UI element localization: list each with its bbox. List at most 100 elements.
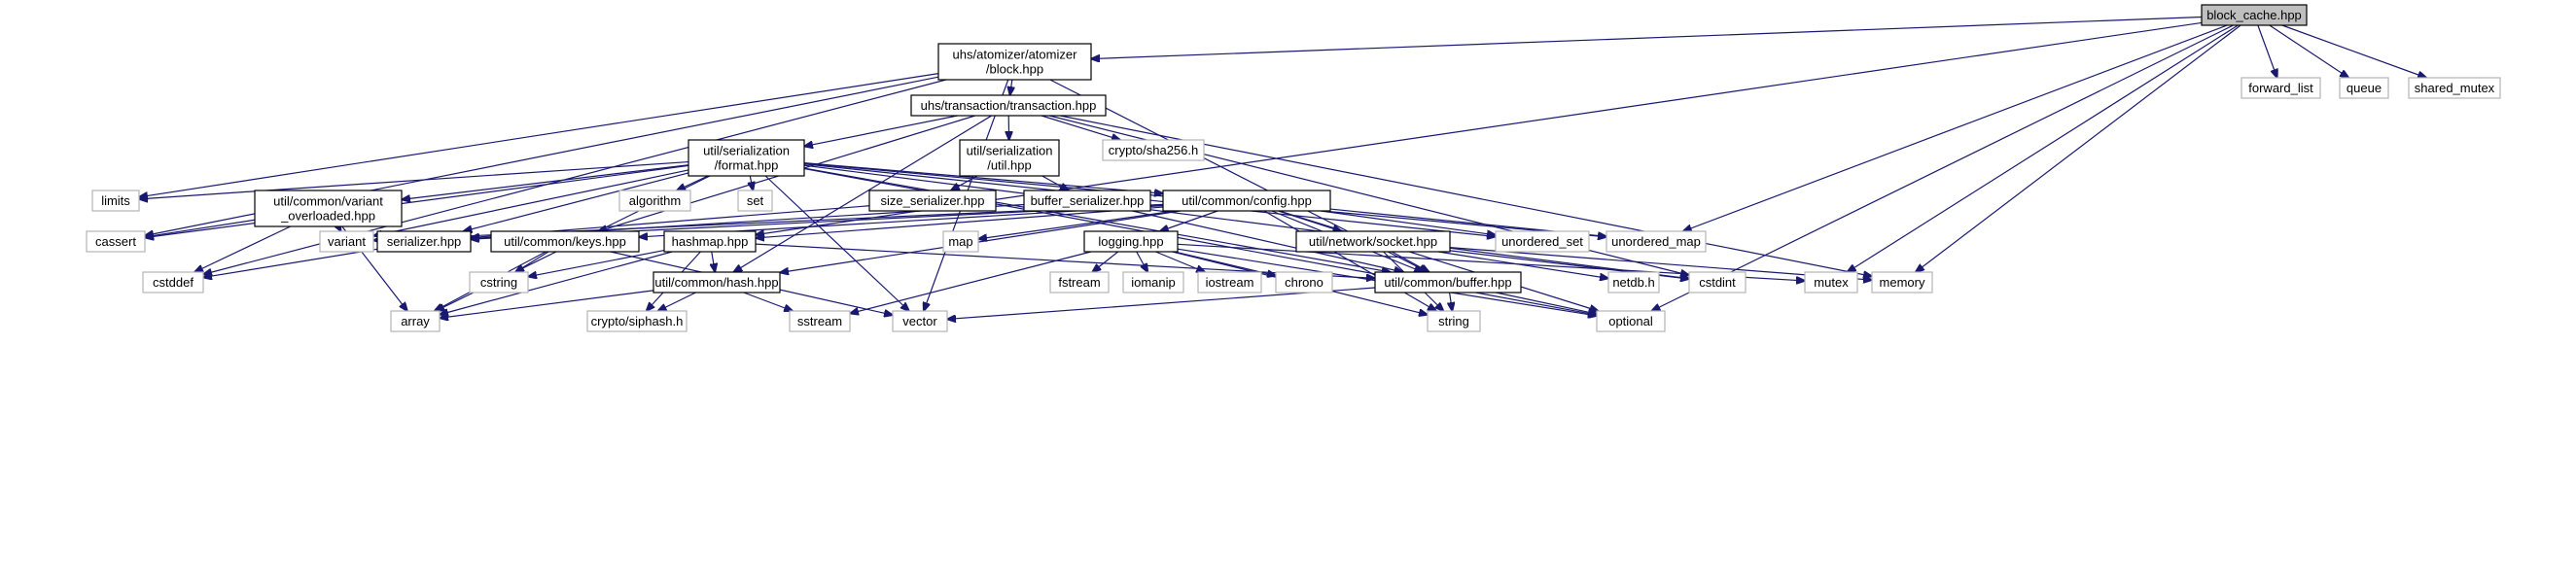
node-serializer[interactable]: serializer.hpp: [376, 230, 472, 253]
node-buffer[interactable]: util/common/buffer.hpp: [1374, 271, 1522, 294]
node-label: util/common/config.hpp: [1182, 193, 1312, 208]
node-box: [1606, 230, 1707, 253]
node-memory: memory: [1871, 271, 1933, 294]
node-label: iostream: [1206, 275, 1254, 290]
edge-hashmap-to-hash: [712, 251, 716, 272]
node-label: algorithm: [629, 193, 681, 208]
node-box: [1023, 190, 1151, 212]
node-box: [469, 271, 529, 294]
node-unordered-map: unordered_map: [1606, 230, 1707, 253]
node-keys[interactable]: util/common/keys.hpp: [490, 230, 640, 253]
node-array: array: [390, 310, 441, 332]
node-box: [892, 310, 948, 332]
dependency-nodes: block_cache.hpp uhs/atomizer/atomizer/blo…: [86, 4, 2501, 332]
node-box: [91, 190, 140, 212]
node-box: [1275, 271, 1333, 294]
edge-block-to-limits: [139, 73, 939, 197]
node-label: memory: [1880, 275, 1925, 290]
edge-transaction-to-format: [804, 115, 958, 147]
edge-format-to-cassert: [145, 164, 689, 237]
node-label: serializer.hpp: [387, 234, 462, 249]
edge-format-to-variant_overloaded: [402, 164, 689, 200]
edge-logging-to-fstream: [1092, 251, 1119, 272]
edge-variant_overloaded-to-cassert: [145, 219, 256, 237]
node-label: uhs/atomizer/atomizer: [953, 48, 1078, 62]
edge-buffer-to-optional: [1496, 292, 1597, 314]
node-box: [959, 139, 1060, 177]
node-label: fstream: [1058, 275, 1100, 290]
edge-config-to-logging: [1160, 210, 1218, 231]
node-label: util/common/buffer.hpp: [1384, 275, 1511, 290]
node-size-serializer[interactable]: size_serializer.hpp: [868, 190, 997, 212]
node-label: vector: [902, 314, 937, 328]
node-algorithm: algorithm: [618, 190, 691, 212]
node-box: [1427, 310, 1481, 332]
edge-format-to-variant: [373, 169, 689, 236]
node-label: forward_list: [2248, 81, 2313, 95]
node-optional: optional: [1596, 310, 1666, 332]
edge-hash-to-siphash: [658, 292, 696, 311]
node-config[interactable]: util/common/config.hpp: [1162, 190, 1331, 212]
node-label: iomanip: [1131, 275, 1176, 290]
edge-logging-to-iostream: [1155, 251, 1205, 272]
edge-config-to-string: [1263, 210, 1436, 311]
node-label: buffer_serializer.hpp: [1031, 193, 1145, 208]
node-variant-overloaded[interactable]: util/common/variant_overloaded.hpp: [254, 190, 403, 227]
edge-block_cache-to-shared_mutex: [2281, 24, 2426, 78]
node-label: size_serializer.hpp: [881, 193, 985, 208]
node-block-cache[interactable]: block_cache.hpp: [2201, 4, 2308, 26]
node-box: [868, 190, 997, 212]
node-sstream: sstream: [789, 310, 851, 332]
node-label: variant: [328, 234, 366, 249]
node-label: chrono: [1285, 275, 1323, 290]
node-box: [1102, 139, 1205, 161]
edge-ser_util-to-buffer_serializer: [1041, 175, 1069, 190]
node-cstddef: cstddef: [142, 271, 204, 294]
node-label: util/common/keys.hpp: [504, 234, 626, 249]
edge-logging-to-sstream: [850, 251, 1092, 314]
node-logging[interactable]: logging.hpp: [1083, 230, 1179, 253]
node-label: limits: [101, 193, 130, 208]
node-box: [1162, 190, 1331, 212]
node-cstdint: cstdint: [1688, 271, 1747, 294]
node-label: queue: [2347, 81, 2382, 95]
edge-format-to-set: [750, 175, 753, 190]
node-box: [1049, 271, 1110, 294]
edge-socket-to-memory: [1449, 247, 1872, 281]
node-box: [2241, 77, 2321, 99]
node-socket[interactable]: util/network/socket.hpp: [1295, 230, 1451, 253]
node-label: sstream: [797, 314, 842, 328]
node-label: crypto/siphash.h: [591, 314, 684, 328]
node-box: [254, 190, 403, 227]
node-label: /format.hpp: [715, 158, 779, 173]
node-box: [1295, 230, 1451, 253]
node-box: [1804, 271, 1858, 294]
node-format[interactable]: util/serialization/format.hpp: [688, 139, 805, 177]
node-box: [2339, 77, 2389, 99]
node-label: cstdint: [1699, 275, 1736, 290]
edge-config-to-unordered_set: [1320, 210, 1496, 235]
edge-ser_util-to-size_serializer: [951, 175, 978, 190]
node-transaction[interactable]: uhs/transaction/transaction.hpp: [910, 94, 1107, 117]
node-box: [1688, 271, 1747, 294]
node-block[interactable]: uhs/atomizer/atomizer/block.hpp: [937, 43, 1092, 81]
edge-socket-to-netdb: [1437, 251, 1608, 278]
edge-config-to-hash: [780, 210, 1181, 272]
node-box: [319, 230, 374, 253]
node-hashmap[interactable]: hashmap.hpp: [663, 230, 757, 253]
node-box: [142, 271, 204, 294]
node-hash[interactable]: util/common/hash.hpp: [653, 271, 781, 294]
node-box: [86, 230, 146, 253]
edge-format-to-cstdint: [803, 164, 1689, 279]
edge-serializer-to-cstddef: [203, 248, 378, 277]
node-buffer-serializer[interactable]: buffer_serializer.hpp: [1023, 190, 1151, 212]
node-label: util/common/hash.hpp: [654, 275, 778, 290]
edge-hashmap-to-array: [440, 251, 673, 315]
node-map: map: [942, 230, 979, 253]
node-ser-util[interactable]: util/serialization/util.hpp: [959, 139, 1060, 177]
node-label: string: [1438, 314, 1469, 328]
edge-logging-to-iomanip: [1136, 251, 1148, 272]
node-label: set: [747, 193, 764, 208]
edge-format-to-config: [803, 161, 1163, 194]
